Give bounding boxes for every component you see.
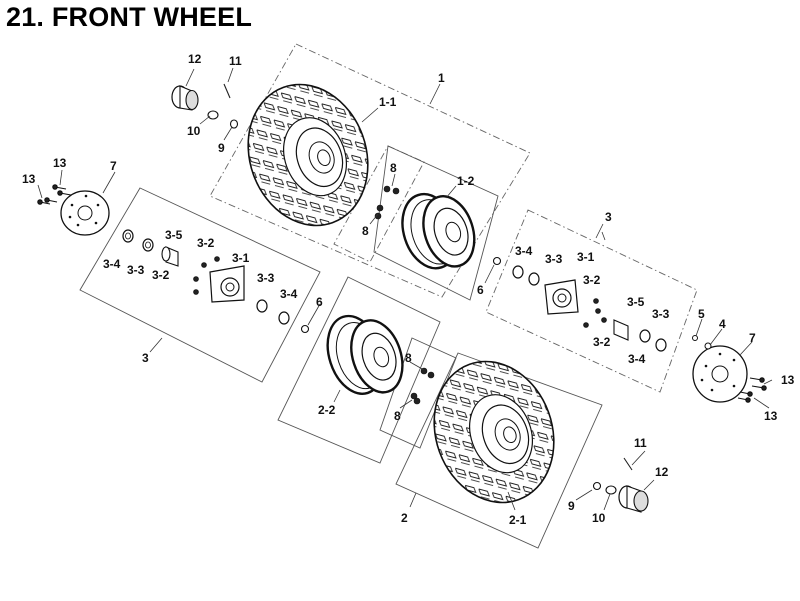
callout-13-d: 13 <box>764 409 778 423</box>
callout-3-2-right-a: 3-2 <box>583 273 601 287</box>
callout-3-1-right: 3-1 <box>577 250 595 264</box>
hub-assembly-right <box>492 256 712 352</box>
callout-3-4-right-b: 3-4 <box>628 352 646 366</box>
castle-nut-top <box>207 110 219 120</box>
hub-bolts-right <box>583 298 607 328</box>
wheel-nuts-top <box>374 185 400 220</box>
hub-assembly-left <box>122 229 310 334</box>
cotter-pin-bottom <box>623 457 633 471</box>
washer-bottom <box>592 481 602 491</box>
callout-8-a: 8 <box>390 161 397 175</box>
callout-3-4-left-a: 3-4 <box>103 257 121 271</box>
callout-6-right: 6 <box>477 283 484 297</box>
callout-8-c: 8 <box>405 351 412 365</box>
rim-top <box>401 192 476 270</box>
callout-3-1-left: 3-1 <box>232 251 250 265</box>
callout-3-5-left: 3-5 <box>165 228 183 242</box>
callout-3-bottom: 3 <box>142 351 149 365</box>
hub-bolts-left <box>193 256 220 295</box>
callout-3-3-left-a: 3-3 <box>127 263 145 277</box>
callout-9-bottom: 9 <box>568 499 575 513</box>
callout-2-2: 2-2 <box>318 403 336 417</box>
group-box-3-right <box>485 209 698 393</box>
callout-12-top: 12 <box>188 52 202 66</box>
leader-lines <box>37 67 773 511</box>
callout-3-4-right-a: 3-4 <box>515 244 533 258</box>
callout-4: 4 <box>719 317 726 331</box>
disc-bolts-left <box>37 184 72 205</box>
callout-3-2-right-b: 3-2 <box>593 335 611 349</box>
callout-11-top: 11 <box>229 54 242 68</box>
callout-3-2-left-b: 3-2 <box>152 268 170 282</box>
group-box-3-left <box>79 187 321 383</box>
axle-cap-bottom <box>618 485 649 513</box>
callout-12-bottom: 12 <box>655 465 669 479</box>
callout-9-top: 9 <box>218 141 225 155</box>
callout-3-3-left-b: 3-3 <box>257 271 275 285</box>
callout-3-5-right: 3-5 <box>627 295 645 309</box>
castle-nut-bottom <box>605 485 617 495</box>
group-box-2 <box>395 352 603 549</box>
rim-bottom <box>326 314 404 395</box>
group-box-wheel-hardware-bottom <box>379 337 457 449</box>
callout-3-3-right-b: 3-3 <box>652 307 670 321</box>
callout-3-2-left-a: 3-2 <box>197 236 215 250</box>
callout-8-b: 8 <box>362 224 369 238</box>
group-box-rim-bottom <box>277 276 441 464</box>
tire-top <box>247 83 369 227</box>
callout-13-c: 13 <box>781 373 795 387</box>
callout-11-bottom: 11 <box>634 436 647 450</box>
washer-top <box>229 119 239 129</box>
callout-13-b: 13 <box>22 172 36 186</box>
callout-10-bottom: 10 <box>592 511 606 525</box>
page-title: 21. FRONT WHEEL <box>6 2 253 32</box>
brake-disc-left <box>60 190 110 236</box>
callout-7-right: 7 <box>749 331 756 345</box>
callout-2: 2 <box>401 511 408 525</box>
callout-1: 1 <box>438 71 445 85</box>
callout-3-top: 3 <box>605 210 612 224</box>
wheel-nuts-bottom <box>410 367 435 405</box>
callout-1-1: 1-1 <box>379 95 397 109</box>
callout-6-left: 6 <box>316 295 323 309</box>
axle-cap-top <box>171 85 199 111</box>
callout-labels: 1 1-1 1-2 2 2-1 2-2 3 3 3-5 3-2 3-1 3-4 … <box>22 52 795 527</box>
group-box-1 <box>209 43 531 298</box>
callout-3-3-right-a: 3-3 <box>545 252 563 266</box>
callout-13-a: 13 <box>53 156 67 170</box>
callout-1-2: 1-2 <box>457 174 475 188</box>
callout-7-left: 7 <box>110 159 117 173</box>
callout-8-d: 8 <box>394 409 401 423</box>
cotter-pin-top <box>223 83 231 99</box>
callout-3-4-left-b: 3-4 <box>280 287 298 301</box>
callout-10-top: 10 <box>187 124 201 138</box>
brake-disc-right <box>692 345 748 403</box>
callout-2-1: 2-1 <box>509 513 527 527</box>
disc-bolts-right <box>737 377 767 403</box>
tire-bottom <box>433 360 555 504</box>
callout-5: 5 <box>698 307 705 321</box>
